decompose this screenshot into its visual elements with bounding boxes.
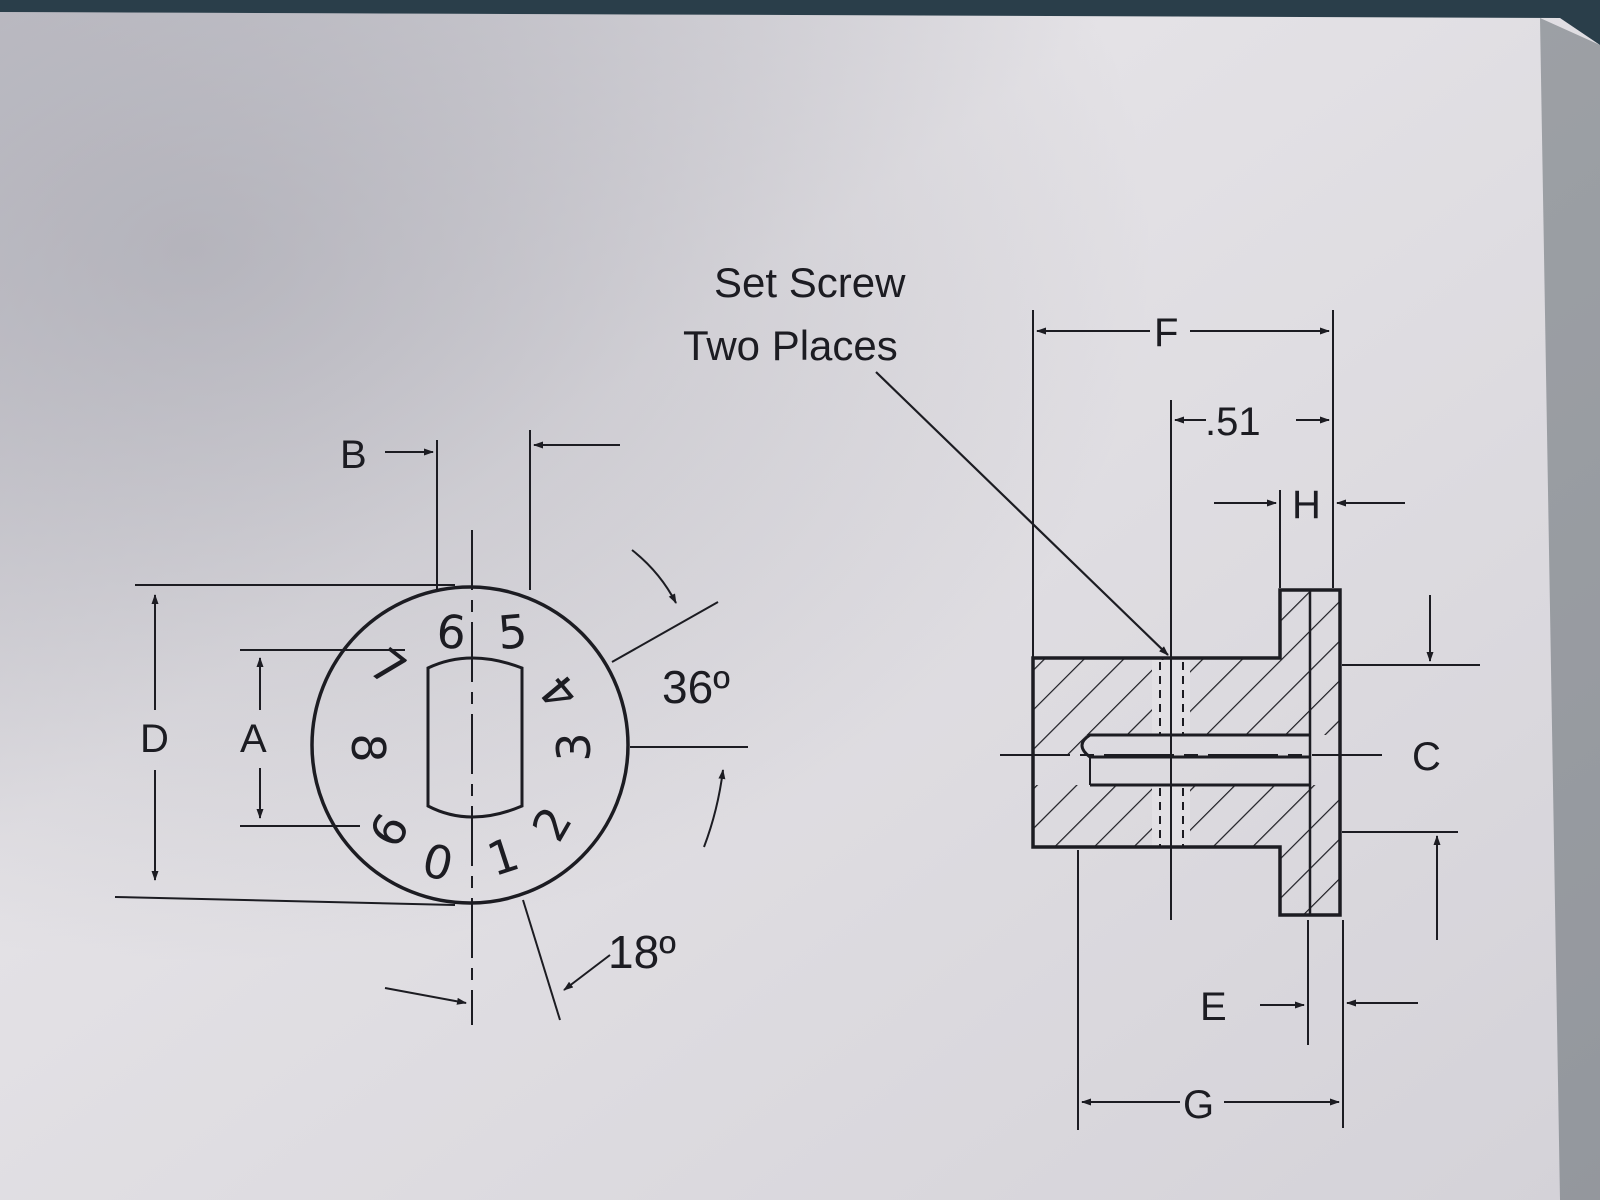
- angle-18-label: 18º: [608, 926, 676, 978]
- callout-line1: Set Screw: [714, 259, 906, 306]
- paper-shadow: [0, 12, 1600, 1200]
- dim-e-label: E: [1200, 985, 1227, 1029]
- paper-edge-shadow: [1540, 18, 1600, 1200]
- dial-number-8: 8: [341, 733, 395, 762]
- dim-c-label: C: [1412, 735, 1441, 779]
- dim-a-label: A: [240, 717, 267, 761]
- dim-g-label: G: [1183, 1083, 1214, 1127]
- dial-outer-circle: [310, 585, 630, 905]
- dim-f-label: F: [1154, 311, 1178, 355]
- section-view: F .51 H C E G Set Screw Two Places: [683, 259, 1480, 1130]
- section-outline: [1031, 588, 1342, 917]
- section-bore: [1080, 733, 1310, 787]
- callout-line2: Two Places: [683, 322, 898, 369]
- dim-b-label: B: [340, 433, 367, 477]
- dial-number-5: 5: [496, 604, 530, 660]
- dial-number-6: 6: [434, 604, 468, 660]
- dial-number-3: 3: [547, 732, 601, 761]
- bore-slot: [426, 656, 524, 819]
- dim-h-label: H: [1292, 483, 1321, 527]
- set-screw-leader: [875, 371, 1169, 656]
- dim-51-label: .51: [1205, 400, 1261, 444]
- section-hatch-lower: [1033, 785, 1340, 915]
- dim-d-label: D: [140, 717, 169, 761]
- angle-36-label: 36º: [662, 661, 730, 713]
